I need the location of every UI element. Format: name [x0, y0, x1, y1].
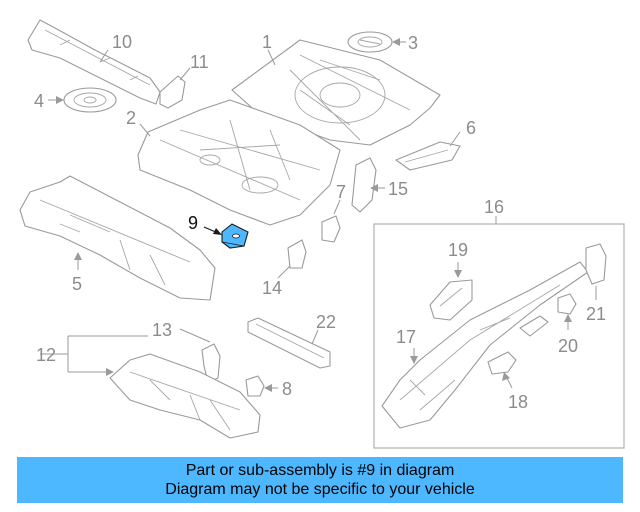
callout-6[interactable]: 6	[466, 118, 476, 138]
part-10-rail[interactable]	[27, 19, 161, 105]
callout-16[interactable]: 16	[484, 197, 504, 217]
callout-13[interactable]: 13	[152, 320, 172, 340]
leader-12-bracket	[40, 335, 148, 373]
part-13-bracket[interactable]	[201, 343, 221, 383]
leader-13	[179, 328, 211, 343]
callout-5[interactable]: 5	[72, 274, 82, 294]
part-5-cross-member[interactable]	[19, 175, 216, 301]
callout-4[interactable]: 4	[34, 91, 44, 111]
callout-1[interactable]: 1	[262, 32, 272, 52]
part-12-rear-frame[interactable]	[109, 353, 261, 439]
callout-22[interactable]: 22	[316, 312, 336, 332]
callout-9[interactable]: 9	[188, 213, 198, 233]
callout-21[interactable]: 21	[586, 304, 606, 324]
callout-2[interactable]: 2	[126, 108, 136, 128]
arrow-12	[106, 368, 114, 376]
part-9-highlighted-bracket[interactable]	[221, 223, 249, 249]
group-16-box	[373, 223, 625, 449]
part-19-pad[interactable]	[429, 279, 473, 321]
part-21-bracket[interactable]	[585, 243, 607, 285]
leader-7	[333, 199, 341, 215]
callout-3[interactable]: 3	[408, 33, 418, 53]
callout-20[interactable]: 20	[558, 336, 578, 356]
part-4-plug[interactable]	[63, 87, 117, 113]
callout-7[interactable]: 7	[336, 182, 346, 202]
part-18-bracket[interactable]	[487, 351, 517, 375]
callout-15[interactable]: 15	[388, 179, 408, 199]
part-11-bracket[interactable]	[159, 75, 186, 109]
leader-1	[267, 49, 276, 66]
banner-line-2: Diagram may not be specific to your vehi…	[165, 481, 475, 498]
banner-line-1: Part or sub-assembly is #9 in diagram	[185, 462, 455, 479]
callout-19[interactable]: 19	[448, 240, 468, 260]
callout-14[interactable]: 14	[262, 278, 282, 298]
part-15-bracket[interactable]	[351, 157, 377, 213]
part-7-bracket[interactable]	[321, 215, 341, 243]
callout-12[interactable]: 12	[36, 345, 56, 365]
arrow-4	[56, 96, 64, 104]
arrow-9	[213, 228, 222, 235]
part-2-floor-pan[interactable]	[137, 99, 341, 226]
part-8-clip[interactable]	[245, 375, 265, 397]
part-6-panel[interactable]	[395, 141, 461, 171]
leader-11	[179, 67, 191, 81]
part-22-bar[interactable]	[247, 317, 331, 369]
leader-6	[449, 131, 461, 147]
arrow-20	[564, 314, 572, 322]
arrow-18	[502, 372, 510, 381]
callout-11[interactable]: 11	[190, 52, 209, 72]
callout-8[interactable]: 8	[282, 379, 292, 399]
parts-diagram: 10 11 4 1 3 2 6	[19, 19, 625, 449]
part-info-banner: Part or sub-assembly is #9 in diagram Di…	[17, 457, 623, 503]
leader-14	[277, 265, 291, 279]
arrow-3	[392, 38, 400, 46]
leader-2	[139, 123, 151, 137]
callout-17[interactable]: 17	[396, 327, 416, 347]
arrow-5	[74, 252, 82, 260]
arrow-15	[370, 184, 378, 192]
callout-10[interactable]: 10	[112, 32, 132, 52]
callout-18[interactable]: 18	[508, 392, 528, 412]
part-14-bracket[interactable]	[287, 239, 307, 269]
arrow-17	[410, 356, 418, 364]
part-20-bracket[interactable]	[557, 293, 577, 315]
part-3-plug[interactable]	[347, 31, 393, 53]
leader-22	[311, 329, 319, 345]
leader-10	[99, 49, 109, 63]
arrow-19	[454, 270, 462, 278]
arrow-8	[264, 384, 272, 392]
part-reinforcement	[519, 315, 549, 337]
